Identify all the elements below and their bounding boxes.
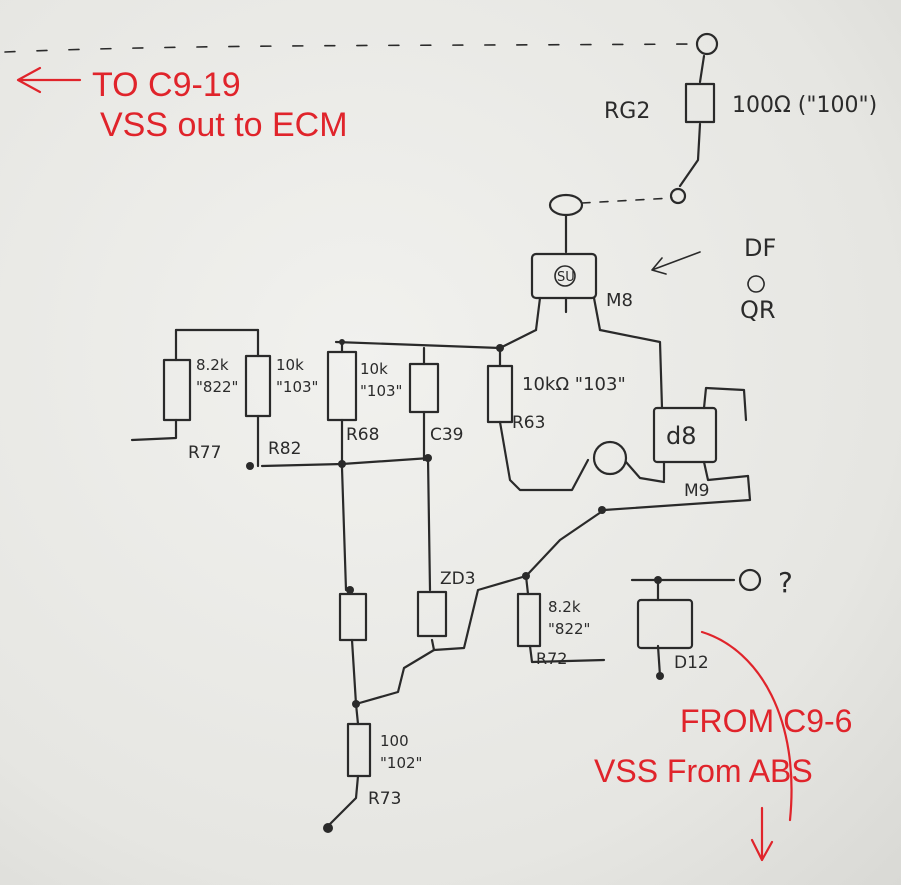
wire-rg2-top (698, 54, 706, 84)
wire-zd3-r73 (354, 648, 436, 706)
label-r73-value2: "102" (380, 754, 422, 772)
resistor-r72 (516, 592, 542, 648)
label-zd3-ref: ZD3 (440, 569, 476, 589)
label-r77-ref: R77 (188, 443, 221, 463)
note-to-line2: VSS out to ECM (100, 106, 348, 144)
terminal-bottom (323, 823, 333, 833)
label-r73-ref: R73 (368, 789, 401, 809)
wire-top-rail (174, 328, 664, 410)
wire-rg2-bottom (678, 122, 702, 188)
terminal-rg2-bottom (669, 187, 687, 205)
label-r77-value2: "822" (196, 378, 238, 396)
note-from-line2: VSS From ABS (594, 753, 813, 789)
red-arrow-left (16, 66, 82, 94)
chip-m8 (530, 252, 598, 300)
label-qr: QR (740, 296, 776, 324)
label-r82-ref: R82 (268, 439, 301, 459)
label-r82-value1: 10k (276, 356, 304, 374)
label-d12-ref: D12 (674, 653, 709, 673)
diode-d12 (636, 598, 694, 650)
label-r73-value1: 100 (380, 732, 409, 750)
label-r63-value: 10kΩ "103" (522, 374, 626, 395)
resistor-rg2 (684, 82, 716, 124)
resistor-r73 (346, 722, 372, 778)
label-r72-value2: "822" (548, 620, 590, 638)
terminal-question (738, 568, 762, 592)
note-to-line1: TO C9-19 (92, 66, 241, 104)
component-lower-left (338, 592, 368, 642)
wire-zd3 (426, 456, 528, 652)
chip-m8-mark (554, 265, 576, 287)
label-rg2-ref: RG2 (604, 99, 650, 124)
label-r77-value1: 8.2k (196, 356, 229, 374)
wire-loop (624, 460, 666, 484)
chip-m8-pins (534, 296, 602, 332)
chip-m9 (652, 406, 718, 464)
terminal-top-right (695, 32, 719, 56)
label-question: ? (778, 566, 793, 599)
red-arrow-from (700, 630, 793, 822)
arrow-to-m8 (651, 251, 701, 275)
label-r68-ref: R68 (346, 425, 379, 445)
df-equals (747, 275, 765, 293)
wire-r63 (498, 346, 590, 492)
wire-r77 (130, 328, 178, 442)
label-r68-value2: "103" (360, 382, 402, 400)
node-loop (592, 440, 628, 476)
label-m9-ref: M9 (684, 481, 709, 501)
zener-zd3 (416, 590, 448, 638)
terminal-mid (548, 193, 584, 217)
resistor-r82 (244, 354, 272, 418)
label-r63-ref: R63 (512, 413, 545, 433)
note-from-line1: FROM C9-6 (680, 703, 852, 739)
wire-bottom-rail (260, 456, 432, 468)
resistor-r77 (162, 358, 192, 422)
label-r72-ref: R72 (536, 649, 567, 668)
wire-center-down (326, 466, 360, 828)
chip-m9-pins (662, 386, 750, 482)
label-m8-ref: M8 (606, 290, 633, 311)
dashed-wire-top (4, 43, 691, 53)
label-r82-value2: "103" (276, 378, 318, 396)
label-m9-mark: d8 (666, 422, 697, 450)
capacitor-c39 (408, 362, 440, 414)
red-arrow-down (750, 806, 774, 862)
label-rg2-value: 100Ω ("100") (732, 93, 877, 118)
resistor-r68 (326, 350, 358, 422)
resistor-r63 (486, 364, 514, 424)
label-m8-mark: SU (557, 270, 575, 285)
wire-r72 (524, 574, 606, 664)
label-r68-value1: 10k (360, 360, 388, 378)
label-df: DF (744, 234, 776, 262)
label-r72-value1: 8.2k (548, 598, 581, 616)
label-c39-ref: C39 (430, 425, 464, 445)
dashed-wire-mid (581, 197, 673, 204)
